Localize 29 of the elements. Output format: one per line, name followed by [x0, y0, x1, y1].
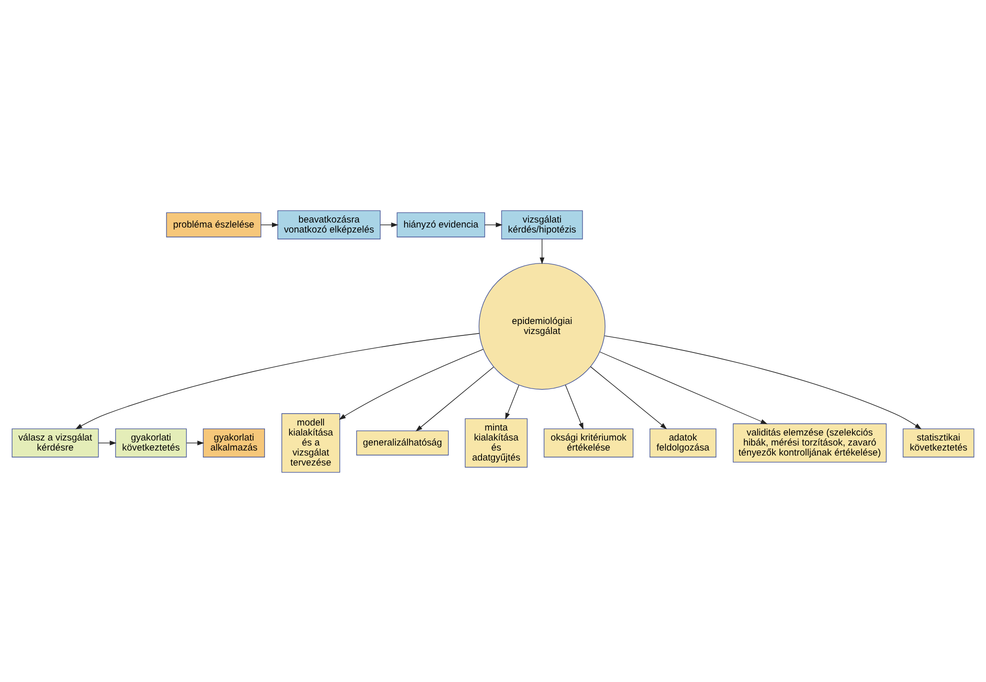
node-box: beavatkozásra vonatkozó elképzelés: [277, 210, 381, 239]
node-box: validitás elemzése (szelekciós hibák, mérési torzítások, zavaró tényezők kontrolljának értékelése): [732, 422, 887, 462]
arrow: [260, 222, 279, 227]
arrow: [380, 222, 398, 227]
arrow: [416, 366, 494, 431]
node-box: gyakorlati alkalmazás: [202, 428, 265, 457]
node-box: hiányzó evidencia: [396, 212, 486, 237]
arrow: [75, 332, 480, 429]
node-box: minta kialakítása és adatgyűjtés: [464, 418, 528, 468]
arrow: [186, 440, 204, 445]
node-box: probléma észlelése: [166, 212, 262, 237]
arrow: [98, 440, 116, 445]
node-box: generalizálhatóság: [356, 430, 449, 455]
arrow: [590, 366, 667, 429]
node-box: válasz a vizsgálat kérdésre: [12, 428, 99, 457]
node-box: vizsgálati kérdés/hipotézis: [501, 210, 583, 239]
node-circle: epidemiológiai vizsgálat: [478, 262, 606, 390]
node-box: modell kialakítása és a vizsgálat tervezése: [281, 412, 340, 472]
arrow: [540, 238, 544, 264]
node-box: gyakorlati következtetés: [115, 428, 187, 457]
arrow: [484, 222, 503, 227]
arrow: [599, 351, 768, 424]
node-box: statisztikai következtetés: [902, 428, 974, 457]
arrow: [604, 334, 922, 429]
arrow: [565, 384, 584, 430]
node-box: oksági kritériumok értékelése: [544, 428, 634, 457]
arrow: [505, 384, 520, 420]
node-box: adatok feldolgozása: [650, 428, 716, 457]
arrow: [338, 348, 484, 420]
